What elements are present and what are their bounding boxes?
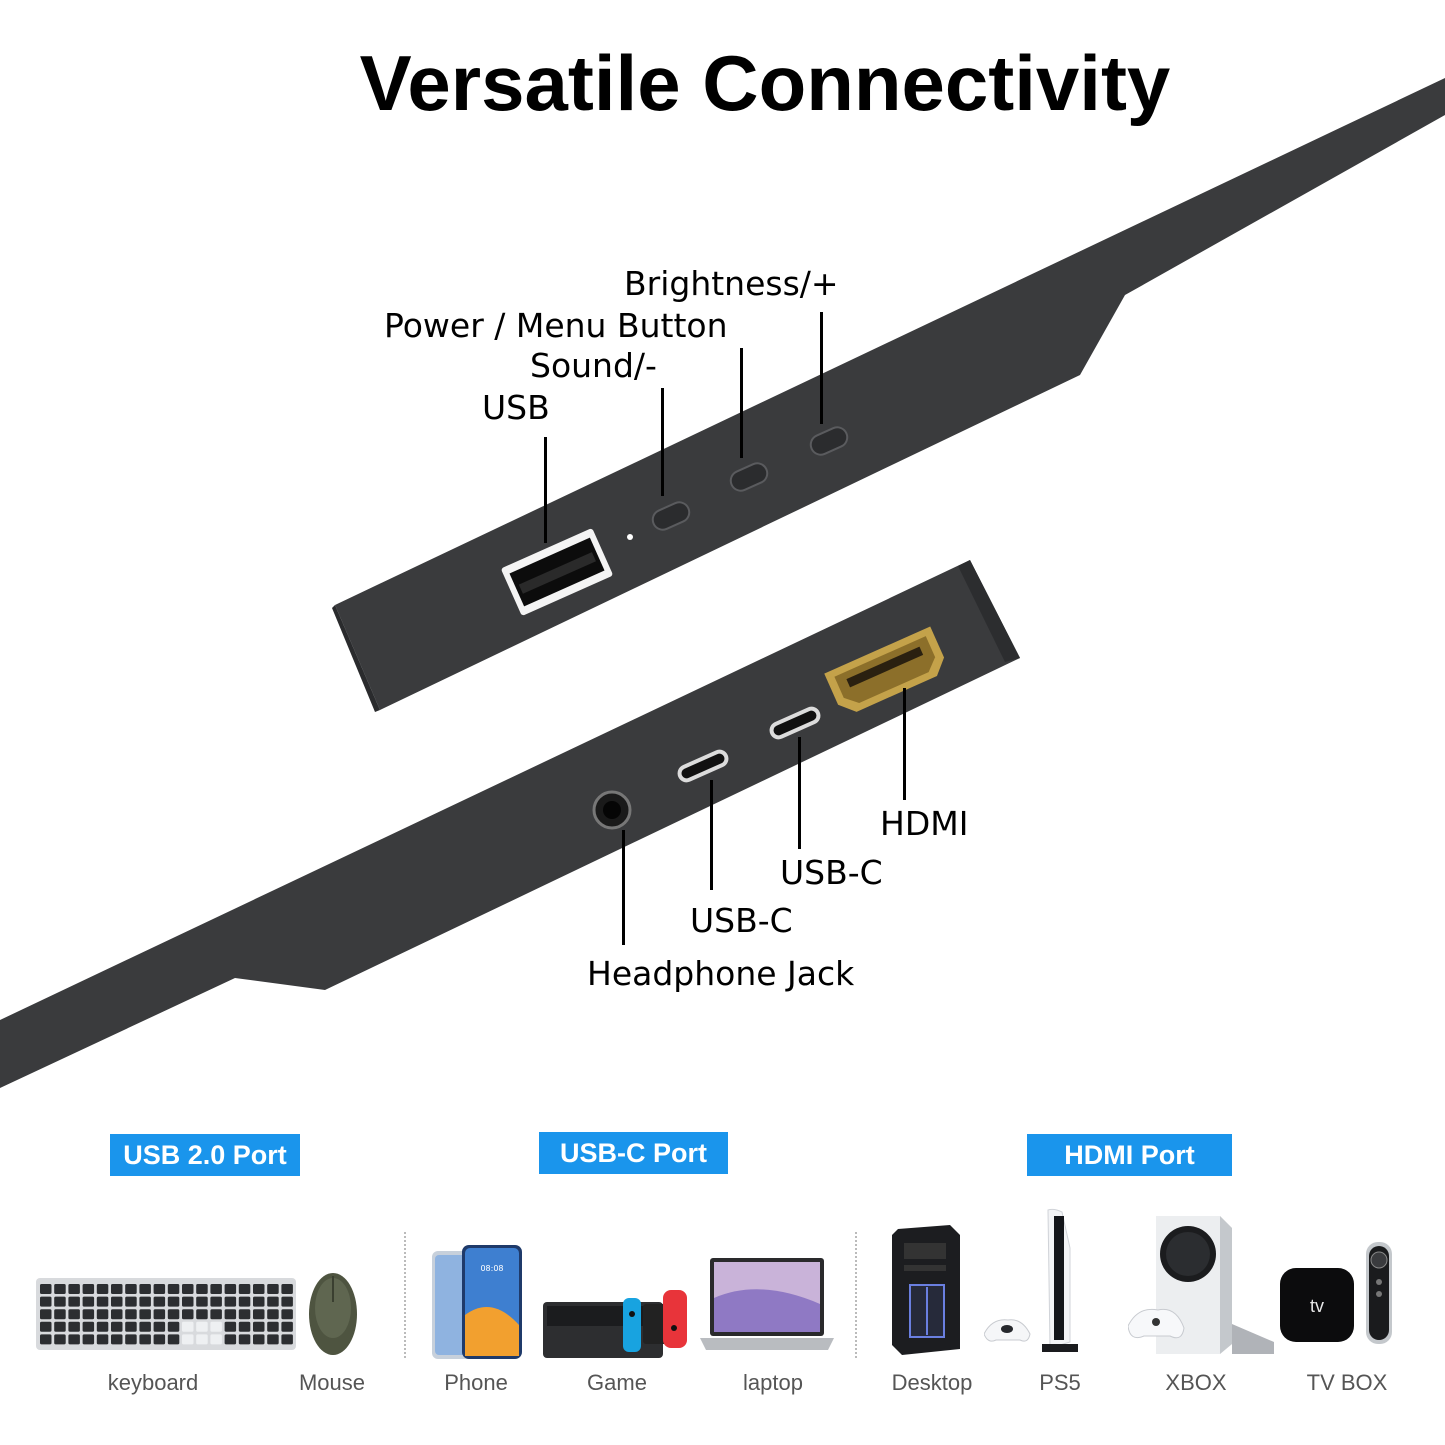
sound-button (651, 501, 691, 531)
monitor-lower-edge (0, 560, 1020, 1088)
usb-label: USB (482, 388, 550, 427)
headphone-jack (592, 790, 632, 830)
desktop-tower-icon (892, 1225, 960, 1355)
section-divider (855, 1232, 857, 1358)
monitor-upper-edge (335, 78, 1445, 710)
hdmi-port (824, 626, 945, 712)
keyboard-icon (36, 1278, 296, 1350)
usbc-port-badge: USB-C Port (539, 1132, 728, 1174)
tv-box-logo: tv (1310, 1296, 1324, 1316)
callout-line-headphone (622, 830, 625, 945)
usb2-port-badge: USB 2.0 Port (110, 1134, 300, 1176)
device-label-mouse: Mouse (298, 1370, 366, 1395)
laptop-icon (700, 1258, 834, 1350)
device-label-game: Game (587, 1370, 647, 1395)
usbc-label-1: USB-C (780, 853, 883, 892)
device-label-desktop: Desktop (891, 1370, 973, 1395)
device-label-keyboard: keyboard (107, 1370, 199, 1395)
power-label: Power / Menu Button (384, 306, 728, 345)
sound-label: Sound/- (530, 346, 657, 385)
callout-line-usb (544, 437, 547, 543)
hdmi-port-badge: HDMI Port (1027, 1134, 1232, 1176)
callout-line-power (740, 348, 743, 458)
device-label-xbox: XBOX (1165, 1370, 1227, 1395)
callout-line-usbc-1 (798, 737, 801, 849)
usb-c-port-1 (769, 706, 821, 740)
section-divider (404, 1232, 406, 1358)
callout-line-usbc-2 (710, 780, 713, 890)
brightness-button (809, 426, 849, 456)
headphone-label: Headphone Jack (587, 954, 855, 993)
brightness-label: Brightness/+ (624, 264, 839, 303)
page-title: Versatile Connectivity (359, 39, 1171, 127)
usb-c-port-2 (677, 749, 729, 783)
game-console-icon (543, 1290, 687, 1358)
usb-a-port (501, 528, 613, 616)
mouse-icon (309, 1273, 357, 1355)
device-label-ps5: PS5 (1039, 1370, 1081, 1395)
device-label-laptop: laptop (743, 1370, 803, 1395)
power-menu-button (729, 462, 769, 492)
usbc-label-2: USB-C (690, 901, 793, 940)
hdmi-label: HDMI (880, 804, 969, 843)
device-label-tvbox: TV BOX (1306, 1370, 1388, 1395)
phone-icon: 08:08 (432, 1245, 522, 1359)
led-indicator (627, 534, 633, 540)
monitor-side-illustration (0, 78, 1445, 1088)
phone-clock: 08:08 (480, 1264, 503, 1273)
callout-line-brightness (820, 312, 823, 424)
ps5-icon (984, 1208, 1078, 1352)
tv-box-icon: tv (1280, 1242, 1392, 1344)
xbox-icon (1128, 1216, 1274, 1354)
callout-line-hdmi (903, 688, 906, 800)
device-label-phone: Phone (444, 1370, 508, 1395)
callout-line-sound (661, 388, 664, 496)
